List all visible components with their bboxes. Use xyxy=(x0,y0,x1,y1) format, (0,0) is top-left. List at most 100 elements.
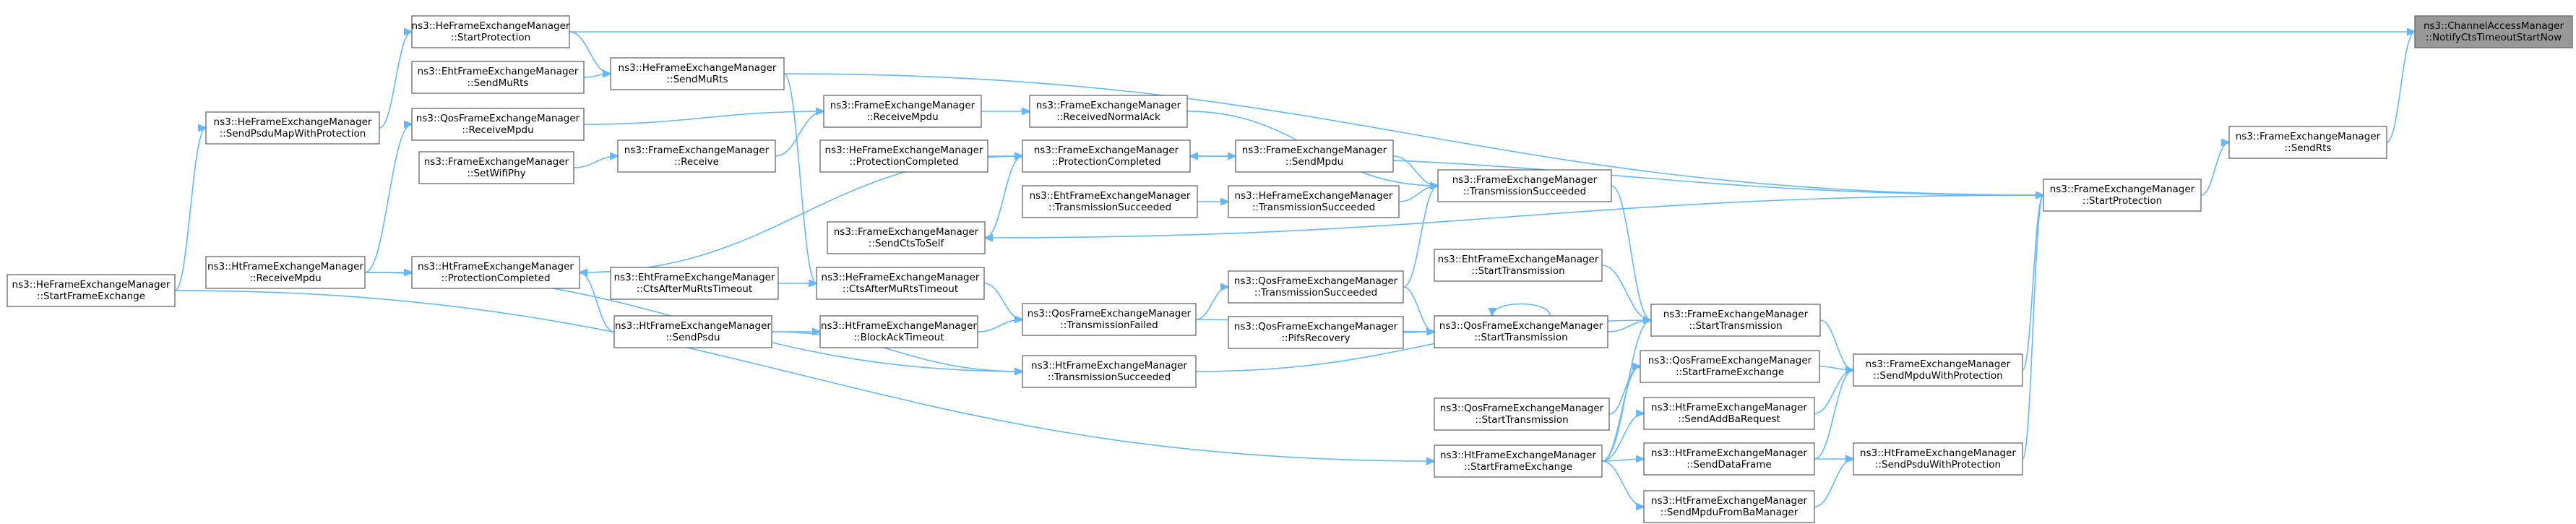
node-fem-sendmpdu[interactable]: ns3::FrameExchangeManager::SendMpdu xyxy=(1235,139,1394,173)
call-edge-qosfem_starttx-to-fem_starttx xyxy=(1607,320,1651,332)
call-edge-fem_sendrts-to-root xyxy=(2386,32,2415,143)
node-hefem-ctsafter[interactable]: ns3::HeFrameExchangeManager::CtsAfterMuR… xyxy=(816,267,985,300)
call-edge-fem_startprot-to-fem_sendctstoself xyxy=(985,194,2044,238)
node-hefem-startprot[interactable]: ns3::HeFrameExchangeManager::StartProtec… xyxy=(411,15,570,48)
call-edge-htfem_sendpsdu-to-htfem_txsucc xyxy=(771,331,1022,371)
node-box xyxy=(1022,303,1197,336)
call-edge-htfem_startfe-to-qosfem_startfe xyxy=(1601,366,1640,462)
call-edge-fem_setwifiphy-to-fem_receive xyxy=(573,156,618,168)
node-method-label: ::ProtectionCompleted xyxy=(849,156,958,168)
node-fem-txsucc[interactable]: ns3::FrameExchangeManager::TransmissionS… xyxy=(1437,169,1612,202)
node-method-label: ::StartFrameExchange xyxy=(37,291,145,302)
node-box xyxy=(1437,169,1612,202)
node-fem-sendctstoself[interactable]: ns3::FrameExchangeManager::SendCtsToSelf xyxy=(827,221,986,254)
node-ehtfem-ctsafter[interactable]: ns3::EhtFrameExchangeManager::CtsAfterMu… xyxy=(610,267,779,300)
node-class-label: ns3::FrameExchangeManager xyxy=(624,145,770,156)
node-fem-startprot[interactable]: ns3::FrameExchangeManager::StartProtecti… xyxy=(2043,179,2202,212)
graph-edges xyxy=(174,32,2415,507)
node-class-label: ns3::FrameExchangeManager xyxy=(1663,309,1809,320)
node-method-label: ::SendMpduFromBaManager xyxy=(1660,507,1799,518)
node-qosfem-starttx[interactable]: ns3::QosFrameExchangeManager::StartTrans… xyxy=(1434,315,1608,348)
node-qosfem-txsucc[interactable]: ns3::QosFrameExchangeManager::Transmissi… xyxy=(1228,270,1404,304)
node-method-label: ::TransmissionSucceeded xyxy=(1048,371,1171,383)
node-qosfem-starttx2[interactable]: ns3::QosFrameExchangeManager::StartTrans… xyxy=(1434,398,1610,431)
node-method-label: ::SendPsdu xyxy=(665,332,720,343)
node-hefem-sendpsdumap[interactable]: ns3::HeFrameExchangeManager::SendPsduMap… xyxy=(205,111,380,145)
node-fem-protcomp[interactable]: ns3::FrameExchangeManager::ProtectionCom… xyxy=(1022,139,1191,173)
node-method-label: ::TransmissionFailed xyxy=(1060,319,1158,331)
node-class-label: ns3::FrameExchangeManager xyxy=(1242,145,1387,156)
node-class-label: ns3::FrameExchangeManager xyxy=(424,156,569,168)
node-qosfem-txfailed[interactable]: ns3::QosFrameExchangeManager::Transmissi… xyxy=(1022,303,1197,336)
node-fem-sendmpduwithprot[interactable]: ns3::FrameExchangeManager::SendMpduWithP… xyxy=(1853,353,2023,387)
node-htfem-startfe[interactable]: ns3::HtFrameExchangeManager::StartFrameE… xyxy=(1434,444,1603,478)
node-fem-receivempdu[interactable]: ns3::FrameExchangeManager::ReceiveMpdu xyxy=(823,95,982,128)
node-htfem-sendpsdu[interactable]: ns3::HtFrameExchangeManager::SendPsdu xyxy=(613,315,772,348)
call-edge-hefem_startfe-to-htfem_startfe xyxy=(174,290,1434,461)
node-method-label: ::PifsRecovery xyxy=(1281,332,1350,344)
node-htfem-txsucc[interactable]: ns3::HtFrameExchangeManager::Transmissio… xyxy=(1022,355,1197,388)
node-method-label: ::TransmissionSucceeded xyxy=(1252,202,1375,213)
call-edge-qosfem_txsucc-to-fem_txsucc xyxy=(1403,186,1438,288)
call-edge-htfem_sendpsdu-to-htfem_protcomp xyxy=(580,272,615,332)
node-ehtfem-starttx[interactable]: ns3::EhtFrameExchangeManager::StartTrans… xyxy=(1434,249,1603,282)
node-method-label: ::TransmissionSucceeded xyxy=(1463,186,1586,197)
node-class-label: ns3::QosFrameExchangeManager xyxy=(1234,321,1398,332)
node-box xyxy=(1643,442,1815,476)
node-box xyxy=(411,15,570,48)
node-box xyxy=(819,139,988,173)
node-hefem-sendmurts[interactable]: ns3::HeFrameExchangeManager::SendMuRts xyxy=(610,57,785,90)
node-htfem-protcomp[interactable]: ns3::HtFrameExchangeManager::ProtectionC… xyxy=(411,256,580,289)
node-htfem-blockack[interactable]: ns3::HtFrameExchangeManager::BlockAckTim… xyxy=(819,315,978,348)
node-class-label: ns3::QosFrameExchangeManager xyxy=(1440,403,1604,414)
node-box xyxy=(1434,398,1610,431)
node-box xyxy=(1643,490,1815,523)
node-qosfem-startfe[interactable]: ns3::QosFrameExchangeManager::StartFrame… xyxy=(1640,350,1820,383)
node-method-label: ::TransmissionSucceeded xyxy=(1048,202,1171,213)
node-fem-sendrts[interactable]: ns3::FrameExchangeManager::SendRts xyxy=(2228,126,2387,159)
call-edge-qosfem_receivempdu-to-fem_receivempdu xyxy=(583,111,824,125)
node-box xyxy=(411,61,585,94)
node-fem-starttx[interactable]: ns3::FrameExchangeManager::StartTransmis… xyxy=(1650,304,1821,337)
node-box xyxy=(2414,15,2573,48)
node-htfem-senddata[interactable]: ns3::HtFrameExchangeManager::SendDataFra… xyxy=(1643,442,1815,476)
node-hefem-txsucc[interactable]: ns3::HeFrameExchangeManager::Transmissio… xyxy=(1228,185,1400,218)
node-class-label: ns3::HtFrameExchangeManager xyxy=(418,261,574,272)
node-method-label: ::StartFrameExchange xyxy=(1464,461,1572,473)
node-box xyxy=(1434,444,1603,478)
node-hefem-protcomp[interactable]: ns3::HeFrameExchangeManager::ProtectionC… xyxy=(819,139,988,173)
node-method-label: ::StartTransmission xyxy=(1475,414,1568,426)
call-edge-fem_sendctstoself-to-fem_protcomp xyxy=(984,156,1022,239)
node-root[interactable]: ns3::ChannelAccessManager::NotifyCtsTime… xyxy=(2414,15,2573,48)
node-method-label: ::CtsAfterMuRtsTimeout xyxy=(637,283,752,295)
node-method-label: ::ReceiveMpdu xyxy=(249,272,321,284)
node-class-label: ns3::FrameExchangeManager xyxy=(1034,145,1179,156)
node-box xyxy=(411,256,580,289)
call-edge-htfem_protcomp-to-fem_protcomp xyxy=(579,156,1022,273)
node-hefem-startfe[interactable]: ns3::HeFrameExchangeManager::StartFrameE… xyxy=(7,274,176,307)
call-edge-hefem_txsucc-to-fem_txsucc xyxy=(1398,186,1438,202)
node-qosfem-pifs[interactable]: ns3::QosFrameExchangeManager::PifsRecove… xyxy=(1228,316,1404,349)
node-class-label: ns3::HeFrameExchangeManager xyxy=(822,272,980,283)
node-class-label: ns3::HtFrameExchangeManager xyxy=(1651,402,1807,413)
node-method-label: ::StartTransmission xyxy=(1689,320,1782,332)
node-qosfem-receivempdu[interactable]: ns3::QosFrameExchangeManager::ReceiveMpd… xyxy=(411,108,585,141)
node-class-label: ns3::QosFrameExchangeManager xyxy=(1028,308,1192,319)
node-htfem-receivempdu[interactable]: ns3::HtFrameExchangeManager::ReceiveMpdu xyxy=(205,256,366,289)
call-edge-htfem_sendmpdufromba-to-htfem_sendpsduwithprot xyxy=(1814,459,1853,507)
node-class-label: ns3::HtFrameExchangeManager xyxy=(1440,450,1596,461)
node-fem-setwifiphy[interactable]: ns3::FrameExchangeManager::SetWifiPhy xyxy=(418,151,574,184)
node-ehtfem-sendmurts[interactable]: ns3::EhtFrameExchangeManager::SendMuRts xyxy=(411,61,585,94)
node-ehtfem-txsucc[interactable]: ns3::EhtFrameExchangeManager::Transmissi… xyxy=(1022,185,1198,218)
node-fem-receive[interactable]: ns3::FrameExchangeManager::Receive xyxy=(617,139,776,173)
call-edge-hefem_ctsafter-to-qosfem_txfailed xyxy=(983,283,1022,319)
node-fem-recvnormalack[interactable]: ns3::FrameExchangeManager::ReceivedNorma… xyxy=(1029,95,1188,128)
node-htfem-sendaddba[interactable]: ns3::HtFrameExchangeManager::SendAddBaRe… xyxy=(1643,397,1815,430)
node-box xyxy=(823,95,982,128)
node-box xyxy=(2043,179,2202,212)
node-class-label: ns3::QosFrameExchangeManager xyxy=(1234,275,1398,287)
node-htfem-sendmpdufromba[interactable]: ns3::HtFrameExchangeManager::SendMpduFro… xyxy=(1643,490,1815,523)
node-htfem-sendpsduwithprot[interactable]: ns3::HtFrameExchangeManager::SendPsduWit… xyxy=(1853,442,2023,476)
node-method-label: ::SendPsduMapWithProtection xyxy=(220,128,366,139)
call-edge-fem_starttx-to-fem_sendmpduwithprot xyxy=(1819,319,1853,370)
